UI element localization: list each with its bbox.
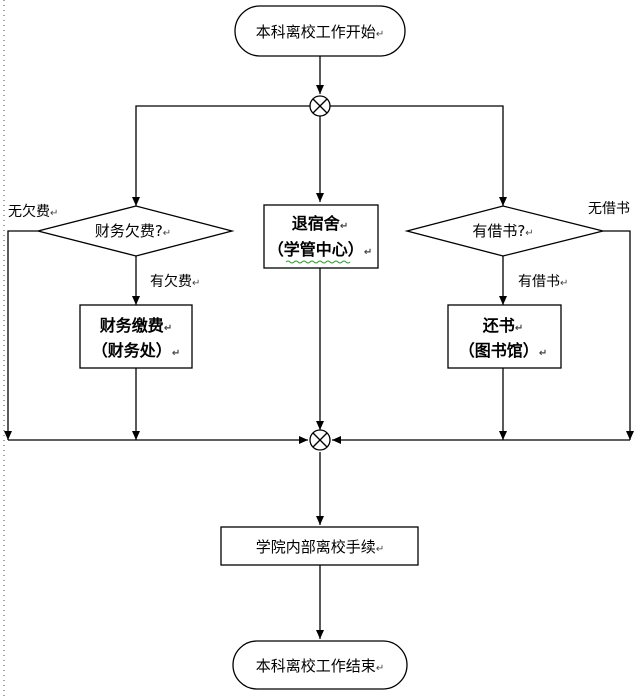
paragraph-mark: ↵ bbox=[376, 544, 384, 555]
start-node: 本科离校工作开始↵ bbox=[234, 5, 406, 57]
svg-text:学院内部离校手续↵: 学院内部离校手续↵ bbox=[256, 538, 384, 556]
paragraph-mark: ↵ bbox=[376, 663, 384, 674]
paragraph-mark: ↵ bbox=[340, 221, 348, 232]
start-label: 本科离校工作开始 bbox=[256, 23, 376, 41]
book-check-label: 有借书? bbox=[472, 222, 525, 240]
svg-text:财务欠费?↵: 财务欠费?↵ bbox=[95, 222, 171, 240]
svg-text:（图书馆）↵: （图书馆）↵ bbox=[459, 341, 547, 360]
paragraph-mark: ↵ bbox=[525, 228, 533, 239]
edge-label-has-books: 有借书 bbox=[518, 274, 560, 290]
split-junction bbox=[309, 95, 331, 117]
svg-text:（财务处）↵: （财务处）↵ bbox=[92, 341, 180, 360]
college-label: 学院内部离校手续 bbox=[256, 538, 376, 556]
svg-text:财务缴费↵: 财务缴费↵ bbox=[99, 316, 172, 335]
paragraph-mark: ↵ bbox=[364, 247, 372, 258]
svg-text:无借书: 无借书 bbox=[588, 201, 630, 217]
edge-label-no-debt: 无欠费 bbox=[8, 204, 50, 220]
college-procedures-node: 学院内部离校手续↵ bbox=[220, 526, 419, 566]
book-return-line1: 还书 bbox=[482, 316, 515, 335]
book-return-node: 还书↵ （图书馆）↵ bbox=[447, 304, 562, 369]
svg-text:无欠费↵: 无欠费↵ bbox=[8, 204, 58, 220]
end-node: 本科离校工作结束↵ bbox=[232, 640, 408, 690]
end-label: 本科离校工作结束 bbox=[256, 657, 376, 675]
edge-label-no-books: 无借书 bbox=[588, 201, 630, 217]
merge-junction bbox=[309, 429, 331, 451]
paragraph-mark: ↵ bbox=[192, 278, 200, 289]
dorm-line2: （学管中心） bbox=[268, 240, 364, 259]
svg-text:本科离校工作结束↵: 本科离校工作结束↵ bbox=[256, 657, 384, 675]
svg-text:本科离校工作开始↵: 本科离校工作开始↵ bbox=[256, 23, 384, 41]
paragraph-mark: ↵ bbox=[539, 348, 547, 359]
book-check-node: 有借书?↵ bbox=[404, 205, 604, 257]
svg-text:还书↵: 还书↵ bbox=[482, 316, 523, 335]
dorm-checkout-node: 退宿舍↵ （学管中心）↵ bbox=[263, 204, 379, 269]
edge-label-has-debt: 有欠费 bbox=[150, 274, 192, 290]
paragraph-mark: ↵ bbox=[164, 323, 172, 334]
paragraph-mark: ↵ bbox=[172, 348, 180, 359]
finance-check-label: 财务欠费? bbox=[95, 222, 163, 240]
paragraph-mark: ↵ bbox=[163, 228, 171, 239]
svg-text:退宿舍↵: 退宿舍↵ bbox=[292, 214, 348, 233]
book-return-line2: （图书馆） bbox=[459, 341, 539, 360]
spellcheck-underline bbox=[285, 260, 351, 264]
finance-pay-node: 财务缴费↵ （财务处）↵ bbox=[79, 304, 193, 369]
paragraph-mark: ↵ bbox=[376, 29, 384, 40]
svg-text:（学管中心）↵: （学管中心）↵ bbox=[268, 240, 372, 259]
paragraph-mark: ↵ bbox=[560, 278, 568, 289]
dorm-line1: 退宿舍 bbox=[292, 214, 341, 233]
paragraph-mark: ↵ bbox=[515, 323, 523, 334]
svg-text:有借书↵: 有借书↵ bbox=[518, 274, 568, 290]
finance-pay-line1: 财务缴费 bbox=[99, 316, 164, 335]
svg-text:有欠费↵: 有欠费↵ bbox=[150, 274, 200, 290]
paragraph-mark: ↵ bbox=[50, 208, 58, 219]
finance-pay-line2: （财务处） bbox=[92, 341, 172, 360]
finance-check-node: 财务欠费?↵ bbox=[37, 205, 235, 257]
connectors bbox=[4, 56, 634, 639]
svg-text:有借书?↵: 有借书?↵ bbox=[472, 222, 533, 240]
